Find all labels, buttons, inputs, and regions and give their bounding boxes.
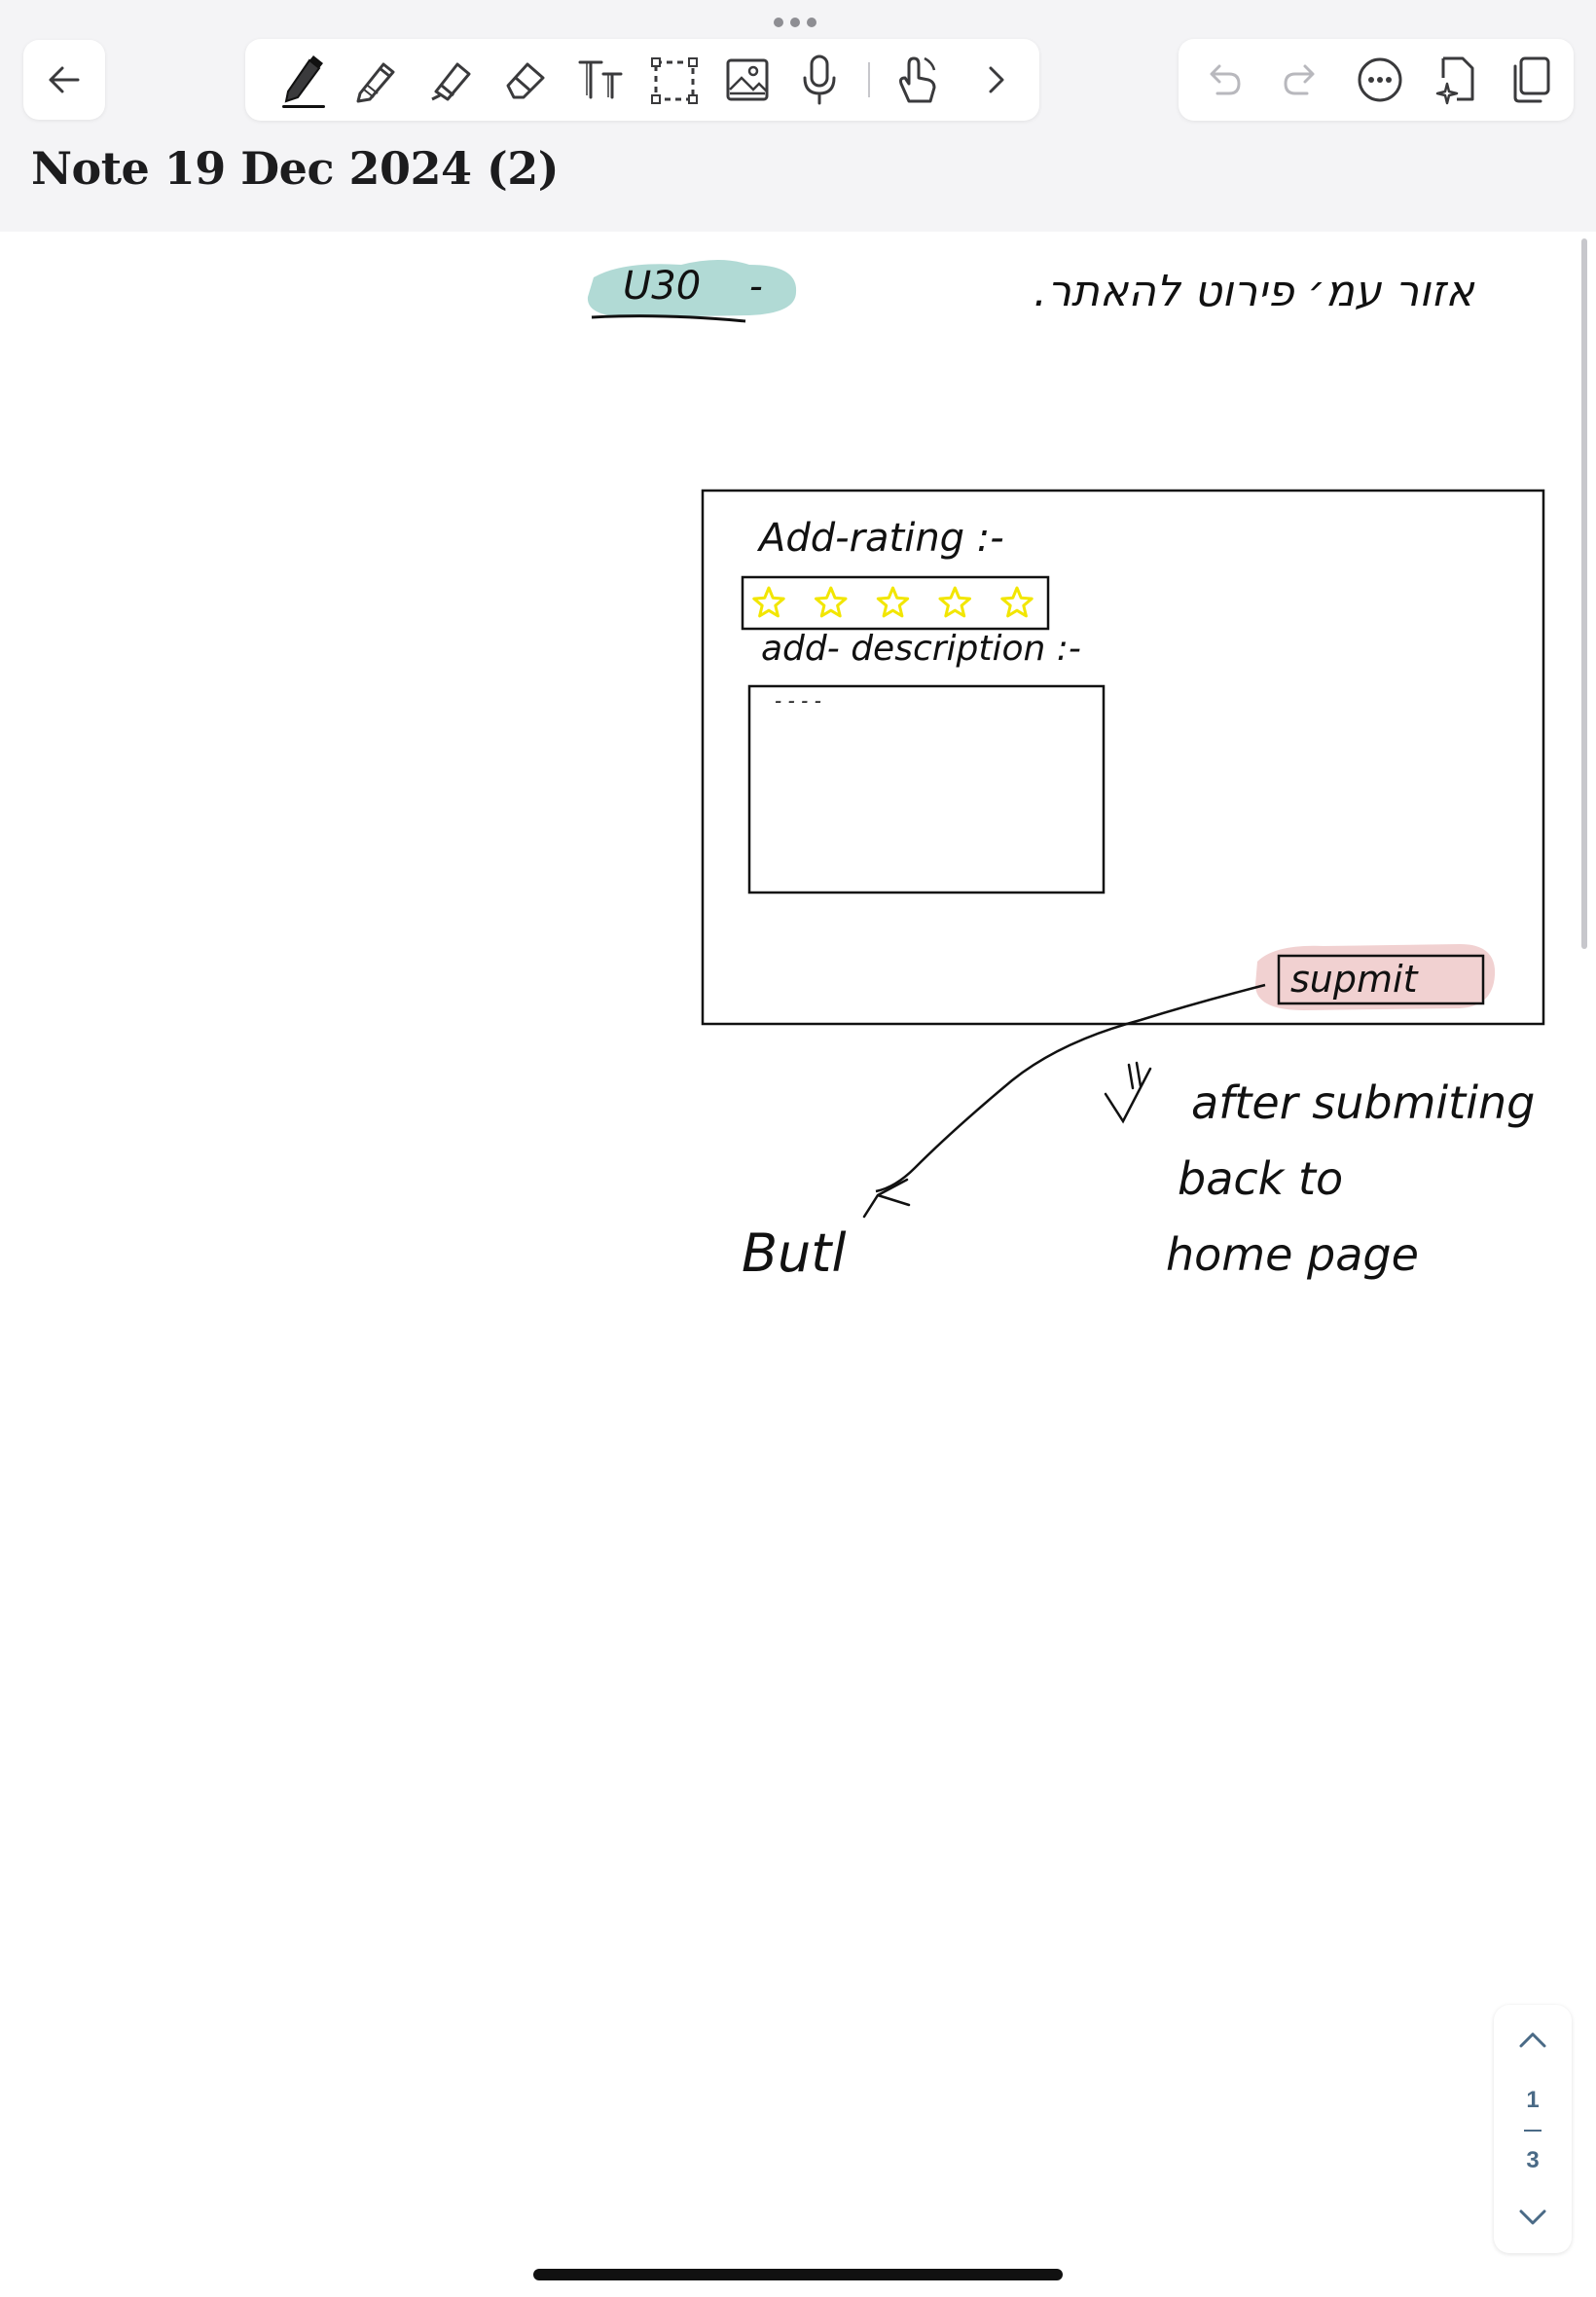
arrow-left-icon [47, 64, 82, 95]
description-placeholder: - - - - [775, 689, 821, 712]
rating-label: Add-rating :- [759, 516, 1004, 561]
submit-label: supmit [1290, 958, 1418, 1001]
submit-highlight [1255, 944, 1496, 1010]
flow-arrowhead [862, 1178, 911, 1219]
chevron-up-icon[interactable] [1519, 2030, 1546, 2048]
top-toolbar-area: Note 19 Dec 2024 (2) [0, 0, 1596, 232]
document-actions-bar [1179, 39, 1574, 121]
description-label: add- description :- [761, 629, 1081, 669]
touch-draw-icon[interactable] [895, 55, 940, 105]
microphone-icon[interactable] [802, 55, 837, 105]
note-title[interactable]: Note 19 Dec 2024 (2) [31, 142, 560, 195]
rating-star [876, 586, 910, 618]
more-icon[interactable] [1356, 55, 1404, 104]
total-pages: 3 [1526, 2147, 1540, 2173]
note-line-2: back to [1178, 1152, 1344, 1205]
check-mark [1104, 1061, 1152, 1124]
more-horizontal-icon[interactable] [774, 18, 820, 27]
text-icon[interactable] [576, 56, 625, 103]
image-icon[interactable] [724, 56, 771, 103]
rating-star [1000, 586, 1034, 618]
description-box [747, 684, 1106, 894]
chevron-down-icon[interactable] [1519, 2209, 1546, 2227]
back-button[interactable] [23, 40, 105, 120]
note-line-3: home page [1166, 1228, 1419, 1281]
page-navigator: 1 3 [1494, 2005, 1572, 2253]
submit-box [1277, 954, 1485, 1005]
pencil-icon[interactable] [354, 56, 399, 103]
rating-star [752, 586, 785, 618]
rating-star [938, 586, 971, 618]
rating-stars [752, 586, 1034, 618]
new-page-icon[interactable] [1433, 55, 1478, 105]
redo-icon[interactable] [1282, 60, 1321, 99]
tag-underline [591, 314, 746, 323]
drawing-tools-bar [245, 39, 1039, 121]
tag-dash: - [749, 265, 763, 308]
chevron-right-icon[interactable] [985, 64, 1008, 95]
tag-highlight [587, 260, 797, 317]
wireframe-screen [701, 489, 1545, 1026]
lasso-select-icon[interactable] [650, 56, 699, 105]
tag-label: U30 [623, 264, 702, 309]
toolbar-divider [868, 62, 872, 97]
highlighter-icon[interactable] [428, 56, 473, 103]
rating-box [741, 575, 1050, 631]
rating-star [815, 586, 848, 618]
flow-arrow [875, 983, 1266, 1193]
hebrew-heading: אזור עמ׳ פירוט להאתר. [1034, 267, 1474, 316]
pages-icon[interactable] [1507, 55, 1552, 105]
note-line-1: after submiting [1191, 1076, 1536, 1129]
home-indicator[interactable] [533, 2269, 1063, 2280]
eraser-icon[interactable] [502, 58, 549, 101]
page-separator [1524, 2130, 1542, 2132]
pen-icon[interactable] [280, 53, 327, 109]
arrow-target-label: Butl [742, 1222, 847, 1284]
note-canvas[interactable]: U30 - אזור עמ׳ פירוט להאתר. Add-rating :… [0, 232, 1596, 2297]
vertical-scrollbar[interactable] [1581, 238, 1587, 949]
undo-icon[interactable] [1204, 60, 1243, 99]
current-page: 1 [1526, 2087, 1540, 2113]
sketch-drawing [587, 260, 1545, 1219]
